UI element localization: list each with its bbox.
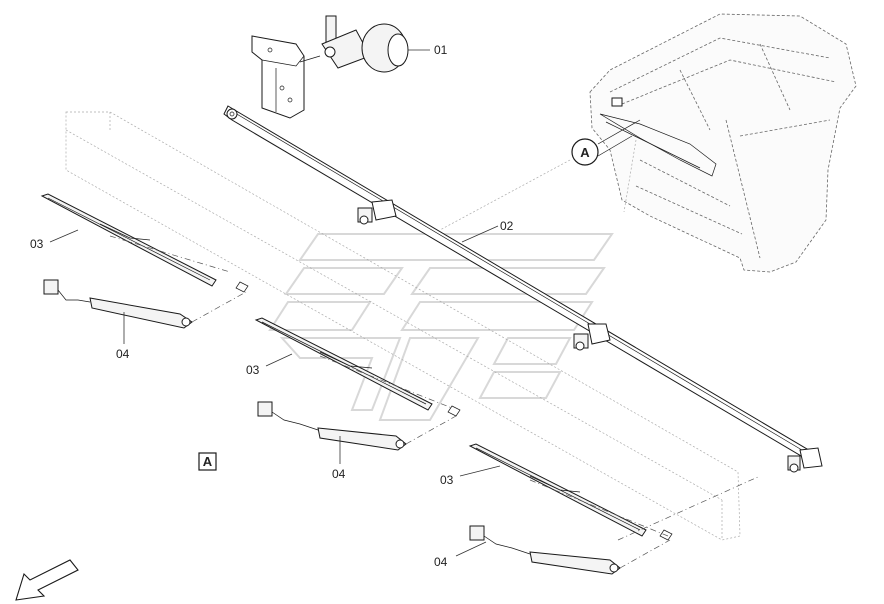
callout-blade-middle: 03 xyxy=(246,363,260,377)
circle-letter-icon xyxy=(571,138,599,166)
view-box-label: A xyxy=(203,454,213,469)
view-marker: A xyxy=(439,119,641,231)
wiper-blade-middle xyxy=(254,317,453,411)
wiper-motor xyxy=(251,15,409,119)
callout-motor: 01 xyxy=(434,43,448,57)
watermark-logo xyxy=(268,233,614,421)
wiper-arm-middle xyxy=(257,401,461,451)
wiper-blade-right xyxy=(468,443,669,537)
callout-arm-right: 04 xyxy=(434,555,448,569)
windshield-frame-ghost xyxy=(65,111,741,541)
callout-arm-middle: 04 xyxy=(332,467,346,481)
square-letter-icon xyxy=(198,452,217,471)
callout-blade-left: 03 xyxy=(30,237,44,251)
callout-arm-left: 04 xyxy=(116,347,130,361)
cab-outline xyxy=(589,13,857,273)
callout-linkage: 02 xyxy=(500,219,514,233)
arrow-down-left-icon xyxy=(15,559,79,601)
view-marker-label: A xyxy=(580,145,590,160)
wiper-blade-left xyxy=(40,193,231,287)
wiper-arm-right xyxy=(469,475,761,575)
view-box: A xyxy=(198,452,217,471)
wiper-arm-left xyxy=(43,279,249,329)
callout-blade-right: 03 xyxy=(440,473,454,487)
wiper-linkage xyxy=(223,105,823,473)
